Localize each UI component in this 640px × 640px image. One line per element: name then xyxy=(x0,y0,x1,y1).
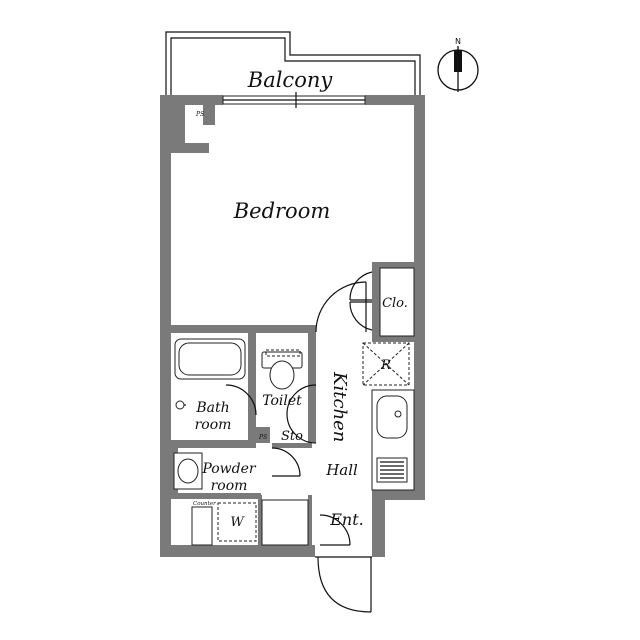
compass-north-label: N xyxy=(455,37,461,46)
compass: N xyxy=(437,37,479,92)
pipe-space-label-lower: PS xyxy=(258,434,267,441)
bedroom-door xyxy=(315,281,367,333)
kitchen-label: Kitchen xyxy=(329,371,350,442)
refrigerator-label: R xyxy=(380,358,391,373)
bedroom-label: Bedroom xyxy=(233,199,331,223)
storage-label: Sto xyxy=(281,429,303,444)
toilet-fixture xyxy=(261,349,303,390)
balcony-window xyxy=(222,92,366,108)
shoe-box xyxy=(261,499,309,546)
bathroom-label-line1: Bath xyxy=(195,400,229,416)
bath-faucet-icon xyxy=(175,400,186,410)
balcony-area xyxy=(165,31,421,95)
closet-label: Clo. xyxy=(382,296,408,311)
balcony-label: Balcony xyxy=(247,68,334,92)
washer-space xyxy=(191,502,257,546)
hall-label: Hall xyxy=(325,461,358,479)
north-arrow-icon xyxy=(454,46,462,92)
closet-door xyxy=(349,267,415,337)
washer-label: W xyxy=(230,515,245,530)
washbasin xyxy=(173,452,203,490)
entrance-label: Ent. xyxy=(329,510,364,529)
pipe-space-label-top: PS xyxy=(195,111,204,118)
outer-walls xyxy=(160,95,425,557)
powder-room-label-line1: Powder xyxy=(201,461,257,477)
toilet-label: Toilet xyxy=(262,393,302,409)
counter-label: Counter xyxy=(193,501,216,507)
entrance-door xyxy=(315,514,372,613)
toilet-door xyxy=(286,384,317,444)
refrigerator-space xyxy=(362,342,410,386)
powder-room-door xyxy=(271,447,301,477)
powder-room-label-line2: room xyxy=(211,478,248,494)
bathroom-label-line2: room xyxy=(195,417,232,433)
bathtub xyxy=(174,338,257,416)
stove-icon xyxy=(376,457,408,483)
kitchen-counter xyxy=(371,389,415,491)
